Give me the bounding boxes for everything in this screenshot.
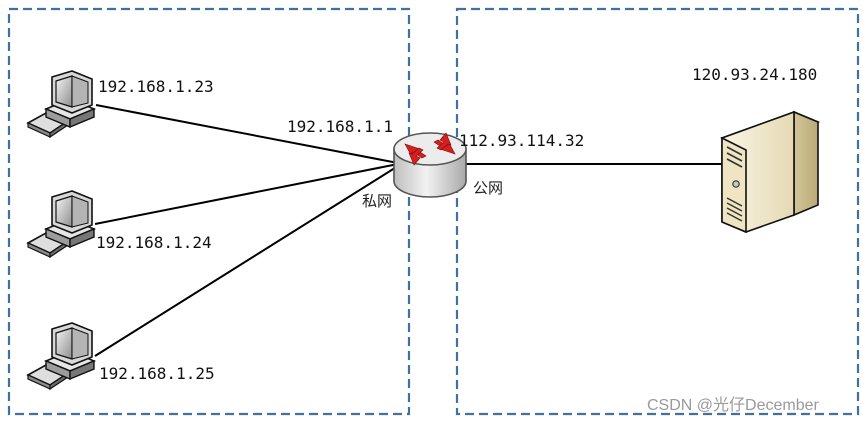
computer-icon <box>28 191 94 257</box>
host-ip-label: 192.168.1.24 <box>96 235 212 251</box>
watermark: CSDN @光仔December <box>647 398 819 414</box>
server-icon <box>722 112 818 232</box>
computer-icon <box>28 71 94 137</box>
public-network-label: 公网 <box>473 181 503 196</box>
host-ip-label: 192.168.1.25 <box>99 366 215 382</box>
router-public-ip-label: 112.93.114.32 <box>459 133 584 149</box>
router-private-ip-label: 192.168.1.1 <box>287 119 393 135</box>
host-ip-label: 192.168.1.23 <box>98 79 214 95</box>
server-ip-label: 120.93.24.180 <box>692 67 817 83</box>
router-icon <box>394 133 466 197</box>
private-network-label: 私网 <box>362 194 392 209</box>
computer-icon <box>28 323 94 389</box>
